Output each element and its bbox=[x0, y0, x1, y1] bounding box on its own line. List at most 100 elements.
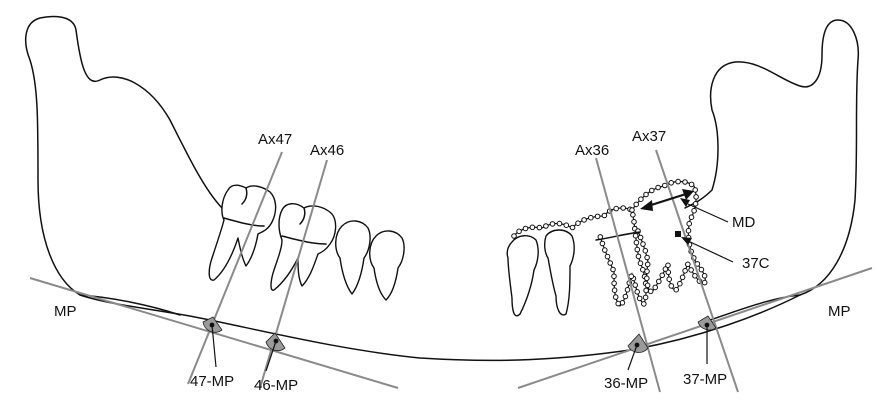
outline-bead bbox=[667, 277, 672, 282]
outline-bead bbox=[702, 274, 707, 279]
left-molar-46 bbox=[271, 204, 336, 291]
outline-bead bbox=[623, 294, 628, 299]
axis-36 bbox=[596, 158, 660, 392]
label-46-mp: 46-MP bbox=[254, 377, 298, 394]
right-premolar-34 bbox=[507, 236, 538, 316]
outline-bead bbox=[642, 302, 647, 307]
outline-bead bbox=[683, 269, 688, 274]
label-37c: 37C bbox=[742, 255, 770, 272]
outline-bead bbox=[564, 223, 569, 228]
outline-bead bbox=[635, 290, 640, 295]
outline-bead bbox=[633, 283, 638, 288]
outline-bead bbox=[603, 248, 608, 253]
outline-bead bbox=[512, 234, 517, 239]
outline-bead bbox=[689, 215, 694, 220]
label-mp-left: MP bbox=[54, 303, 77, 320]
outline-bead bbox=[637, 296, 642, 301]
outline-bead bbox=[643, 295, 648, 300]
outline-bead bbox=[600, 241, 605, 246]
outline-bead bbox=[612, 274, 617, 279]
mp-line-right bbox=[518, 268, 872, 388]
outline-bead bbox=[544, 224, 549, 229]
outline-bead bbox=[676, 179, 681, 184]
outline-bead bbox=[674, 287, 679, 292]
outline-bead bbox=[683, 180, 688, 185]
label-47-mp: 47-MP bbox=[190, 373, 234, 390]
outline-bead bbox=[693, 188, 698, 193]
outline-bead bbox=[632, 220, 637, 225]
outline-bead bbox=[631, 213, 636, 218]
outline-bead bbox=[530, 225, 535, 230]
outline-bead bbox=[614, 206, 619, 211]
outline-bead bbox=[537, 225, 542, 230]
outline-bead bbox=[689, 182, 694, 187]
outline-bead bbox=[641, 242, 646, 247]
outline-bead bbox=[650, 188, 655, 193]
outline-bead bbox=[645, 255, 650, 260]
outline-bead bbox=[630, 208, 635, 213]
outline-bead bbox=[663, 267, 668, 272]
outline-bead bbox=[570, 225, 575, 230]
outline-bead bbox=[687, 221, 692, 226]
outline-bead bbox=[608, 261, 613, 266]
outline-bead bbox=[634, 202, 639, 207]
outline-bead bbox=[605, 254, 610, 259]
outline-bead bbox=[557, 221, 562, 226]
label-37-mp: 37-MP bbox=[683, 371, 727, 388]
outline-bead bbox=[653, 285, 658, 290]
outline-bead bbox=[702, 280, 707, 285]
outline-bead bbox=[699, 267, 704, 272]
outline-bead bbox=[639, 197, 644, 202]
outline-bead bbox=[638, 261, 643, 266]
outline-bead bbox=[692, 208, 697, 213]
outline-bead bbox=[669, 284, 674, 289]
outline-bead bbox=[645, 283, 650, 288]
outline-bead bbox=[644, 192, 649, 197]
outline-bead bbox=[663, 183, 668, 188]
outline-bead bbox=[589, 215, 594, 220]
label-ax46: Ax46 bbox=[310, 142, 344, 159]
outline-bead bbox=[636, 254, 641, 259]
outline-bead bbox=[648, 289, 653, 294]
outline-bead bbox=[616, 301, 621, 306]
outline-bead bbox=[625, 288, 630, 293]
outline-bead bbox=[686, 228, 691, 233]
mandible-outline bbox=[26, 17, 859, 361]
outline-bead bbox=[517, 229, 522, 234]
outline-bead bbox=[686, 262, 691, 267]
outline-bead bbox=[638, 235, 643, 240]
outline-bead bbox=[689, 268, 694, 273]
outline-bead bbox=[612, 288, 617, 293]
outline-bead bbox=[633, 233, 638, 238]
label-md: MD bbox=[732, 214, 755, 231]
outline-bead bbox=[613, 295, 618, 300]
outline-bead bbox=[523, 226, 528, 231]
label-ax37: Ax37 bbox=[632, 128, 666, 145]
label-ax47: Ax47 bbox=[258, 131, 292, 148]
outline-bead bbox=[635, 247, 640, 252]
outline-bead bbox=[595, 214, 600, 219]
label-36-mp: 36-MP bbox=[604, 375, 648, 392]
outline-bead bbox=[634, 240, 639, 245]
outline-bead bbox=[660, 273, 665, 278]
outline-bead bbox=[693, 202, 698, 207]
outline-bead bbox=[602, 213, 607, 218]
outline-bead bbox=[694, 195, 699, 200]
outline-bead bbox=[693, 274, 698, 279]
outline-bead bbox=[612, 281, 617, 286]
right-premolar-35 bbox=[545, 230, 574, 315]
outline-bead bbox=[611, 267, 616, 272]
outline-bead bbox=[621, 206, 626, 211]
outline-bead bbox=[657, 279, 662, 284]
point-37c-marker bbox=[675, 231, 681, 237]
left-premolar-44 bbox=[370, 231, 404, 300]
outline-bead bbox=[680, 275, 685, 280]
mp-line-left bbox=[30, 278, 398, 388]
outline-bead bbox=[678, 281, 683, 286]
outline-bead bbox=[550, 222, 555, 227]
label-mp-right: MP bbox=[828, 303, 851, 320]
outline-bead bbox=[644, 288, 649, 293]
left-molar-47 bbox=[209, 185, 275, 280]
left-premolar-45 bbox=[336, 221, 370, 294]
